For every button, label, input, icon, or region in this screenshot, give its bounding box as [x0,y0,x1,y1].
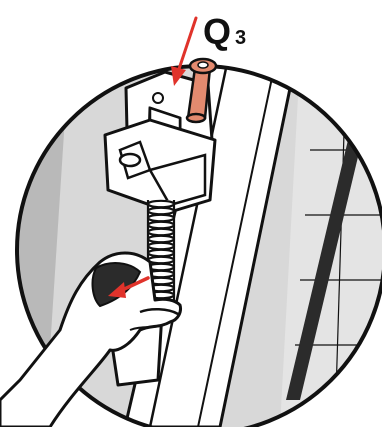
spring-coil-turn [148,229,174,235]
part-label: Q [203,11,231,52]
spring-coil-turn [148,201,174,207]
spring-coil-turn [148,215,174,221]
spring-coil-turn [148,222,174,228]
part-label-subscript: 3 [235,27,246,49]
spring-coil-turn [148,208,174,214]
spring-coil-turn [148,236,174,242]
spring-coil-turn [148,257,174,263]
spring-coil-turn [148,243,174,249]
spring-coil-turn [148,250,174,256]
